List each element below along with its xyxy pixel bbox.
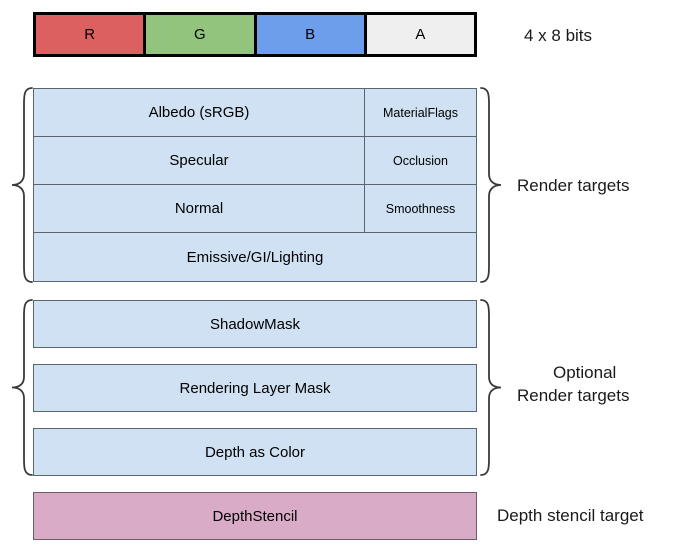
channel-label-b: B [305,26,316,43]
render-target-main-label: Specular [169,152,229,169]
rgba-channel-bar: R G B A [33,12,477,57]
render-target-alpha-label: Smoothness [385,201,456,216]
render-target-main-cell: Emissive/GI/Lighting [34,233,476,281]
channel-cell-r: R [36,15,147,54]
optional-render-targets-left-brace [11,299,33,476]
channel-label-a: A [415,26,426,43]
channel-cell-b: B [256,15,367,54]
render-target-alpha-cell: Smoothness [365,185,476,232]
render-targets-right-brace [480,87,502,283]
optional-render-targets-annotation-line1: Optional [553,363,617,382]
channel-bar-annotation: 4 x 8 bits [524,26,593,45]
render-targets-left-brace [11,87,33,283]
optional-render-target-label: ShadowMask [209,315,301,333]
render-target-alpha-label: MaterialFlags [382,105,459,120]
render-target-main-cell: Specular [34,137,365,184]
render-target-row: Albedo (sRGB) MaterialFlags [34,89,476,137]
render-target-row: Emissive/GI/Lighting [34,233,476,281]
depth-stencil-box-label: DepthStencil [212,507,298,525]
optional-render-targets-right-brace [480,299,502,476]
channel-cell-g: G [146,15,257,54]
render-target-alpha-cell: Occlusion [365,137,476,184]
render-target-main-cell: Normal [34,185,365,232]
render-target-main-label: Normal [174,200,224,217]
channel-cell-a: A [366,15,474,54]
render-target-alpha-label: Occlusion [393,153,448,168]
depth-stencil-annotation: Depth stencil target [497,506,644,525]
optional-render-target-box: Rendering Layer Mask [33,364,477,412]
channel-label-g: G [194,26,206,43]
render-targets-annotation: Render targets [517,176,630,195]
depth-stencil-box: DepthStencil [33,492,477,540]
render-target-row: Specular Occlusion [34,137,476,185]
render-target-main-cell: Albedo (sRGB) [34,89,365,136]
optional-render-targets-annotation-line2: Render targets [517,386,630,405]
render-target-row: Normal Smoothness [34,185,476,233]
render-target-main-label: Emissive/GI/Lighting [186,248,324,266]
render-target-alpha-cell: MaterialFlags [365,89,476,136]
optional-render-target-label: Rendering Layer Mask [179,379,331,397]
optional-render-target-label: Depth as Color [204,443,306,461]
optional-render-target-box: Depth as Color [33,428,477,476]
render-target-main-label: Albedo (sRGB) [148,104,250,121]
optional-render-target-box: ShadowMask [33,300,477,348]
channel-label-r: R [84,26,96,43]
render-targets-block: Albedo (sRGB) MaterialFlags Specular Occ… [33,88,477,282]
